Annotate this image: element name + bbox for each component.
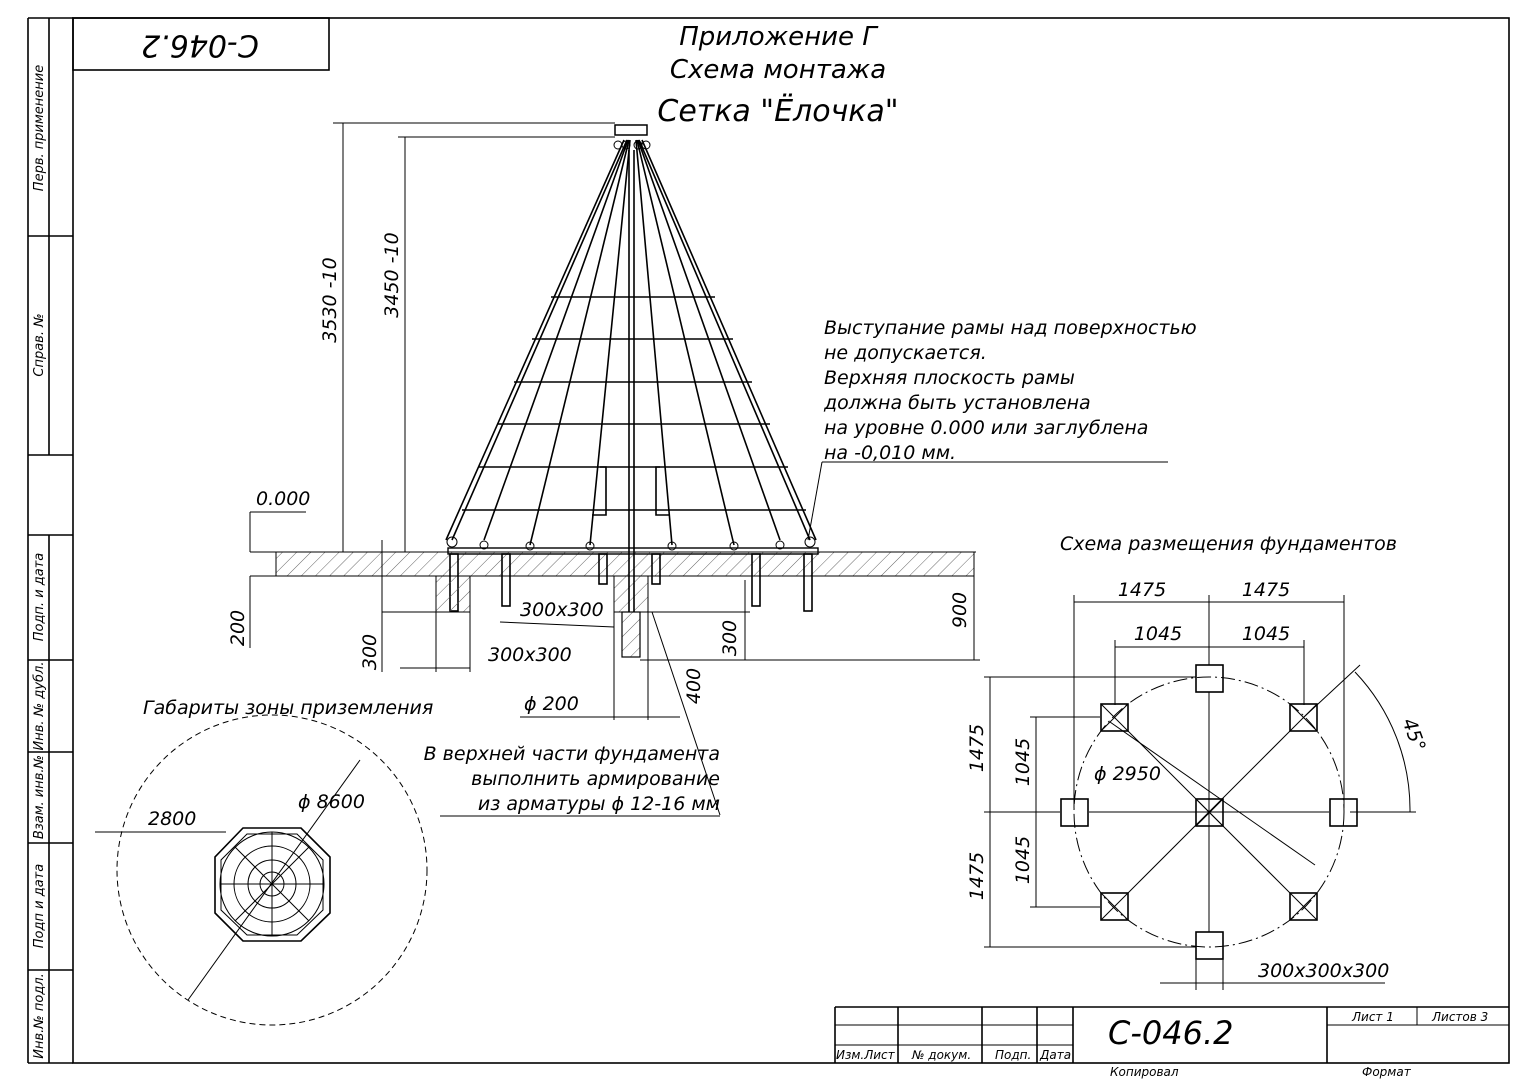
title-block-col-date: Дата <box>1039 1048 1071 1062</box>
note-frame: Выступание рамы над поверхностью не допу… <box>807 317 1197 541</box>
plan-dim-left-inner-bottom: 1045 <box>1012 836 1034 884</box>
plan-dim-top-inner-left: 1045 <box>1134 623 1182 645</box>
title-block-sheets: Листов 3 <box>1431 1010 1488 1024</box>
note-rebar-line-1: В верхней части фундамента <box>424 743 720 765</box>
pile-diameter: ϕ 200 <box>524 693 579 715</box>
side-label-inv-dubl: Инв. № дубл. <box>32 662 47 751</box>
plan-dim-left-outer-bottom: 1475 <box>966 852 988 900</box>
plan-angle: 45° <box>1398 715 1430 754</box>
title-scheme: Схема монтажа <box>670 55 886 85</box>
title-block-col-sign: Подп. <box>995 1048 1031 1062</box>
plan-dim-top-outer-right: 1475 <box>1242 579 1290 601</box>
elevation-view: 3530 -10 3450 -10 0.000 200 300 300x300 … <box>227 122 980 816</box>
dim-900: 900 <box>949 592 971 628</box>
dim-3450: 3450 -10 <box>381 232 403 317</box>
landing-zone-title: Габариты зоны приземления <box>143 697 433 719</box>
frame-base <box>447 547 819 555</box>
note-rebar-line-3: из арматуры ϕ 12-16 мм <box>478 793 720 815</box>
note-frame-line-4: должна быть установлена <box>823 392 1091 414</box>
plan-pad-size: 300x300x300 <box>1258 960 1389 982</box>
pad-center <box>613 575 649 613</box>
note-frame-line-1: Выступание рамы над поверхностью <box>824 317 1197 339</box>
note-frame-line-2: не допускается. <box>824 342 987 364</box>
title-block-sheet: Лист 1 <box>1351 1010 1394 1024</box>
landing-zone: Габариты зоны приземления ϕ 8600 2800 <box>95 697 433 1026</box>
pad-left <box>435 575 471 613</box>
cone-cables <box>445 139 817 546</box>
foundation-plan-title: Схема размещения фундаментов <box>1060 533 1397 555</box>
side-label-podp2: Подп и дата <box>32 864 47 948</box>
title-block: С-046.2 Лист 1 Листов 3 Изм.Лист № докум… <box>834 1006 1509 1079</box>
title-block-col-izm: Изм.Лист <box>836 1048 896 1062</box>
doc-code-rotated: С-046.2 <box>141 28 259 63</box>
side-label-vzam: Взам. инв.№ <box>32 755 47 839</box>
pad-label-a: 300x300 <box>520 599 604 621</box>
note-rebar-line-2: выполнить армирование <box>471 768 720 790</box>
landing-zone-offset: 2800 <box>148 808 196 830</box>
pad-label-b: 300x300 <box>488 644 572 666</box>
level-mark: 0.000 <box>256 488 310 510</box>
title-block-col-doc: № докум. <box>911 1048 971 1062</box>
title-product: Сетка "Ёлочка" <box>657 93 898 129</box>
note-rebar: В верхней части фундамента выполнить арм… <box>424 743 720 817</box>
dim-300-right: 300 <box>719 620 741 656</box>
note-frame-line-6: на -0,010 мм. <box>824 442 956 464</box>
dim-300-left: 300 <box>359 634 381 670</box>
dim-400: 400 <box>683 668 705 704</box>
cone-rings <box>462 296 806 511</box>
title-block-code: С-046.2 <box>1108 1014 1234 1052</box>
side-label-inv-podl: Инв.№ подл. <box>32 973 47 1059</box>
title-appendix: Приложение Г <box>679 22 879 52</box>
sheet-frame <box>27 17 1510 1064</box>
plan-dim-top-inner-right: 1045 <box>1242 623 1290 645</box>
dim-3530: 3530 -10 <box>319 257 341 342</box>
ground-hatch <box>275 551 975 577</box>
dim-200: 200 <box>227 610 249 646</box>
drawing-title: Приложение Г Схема монтажа Сетка "Ёлочка… <box>657 22 898 129</box>
top-cap <box>614 124 648 136</box>
side-label-sprav: Справ. № <box>32 313 47 376</box>
foundation-plan: Схема размещения фундаментов 1475 1475 1… <box>966 533 1430 990</box>
side-labels: Перв. применение Справ. № Подп. и дата И… <box>32 65 47 1059</box>
note-frame-line-3: Верхняя плоскость рамы <box>824 367 1075 389</box>
title-block-copied: Копировал <box>1110 1065 1179 1079</box>
side-label-podp1: Подп. и дата <box>32 553 47 642</box>
landing-zone-diameter: ϕ 8600 <box>298 791 365 813</box>
plan-dim-top-outer-left: 1475 <box>1118 579 1166 601</box>
plan-pads <box>1060 664 1358 960</box>
note-frame-line-5: на уровне 0.000 или заглублена <box>824 417 1148 439</box>
side-label-perv: Перв. применение <box>32 65 47 191</box>
plan-dim-left-outer-top: 1475 <box>966 724 988 772</box>
central-pile <box>621 611 641 658</box>
title-block-format: Формат <box>1362 1065 1412 1079</box>
plan-circle-diameter: ϕ 2950 <box>1094 763 1161 785</box>
plan-dim-left-inner-top: 1045 <box>1012 738 1034 786</box>
